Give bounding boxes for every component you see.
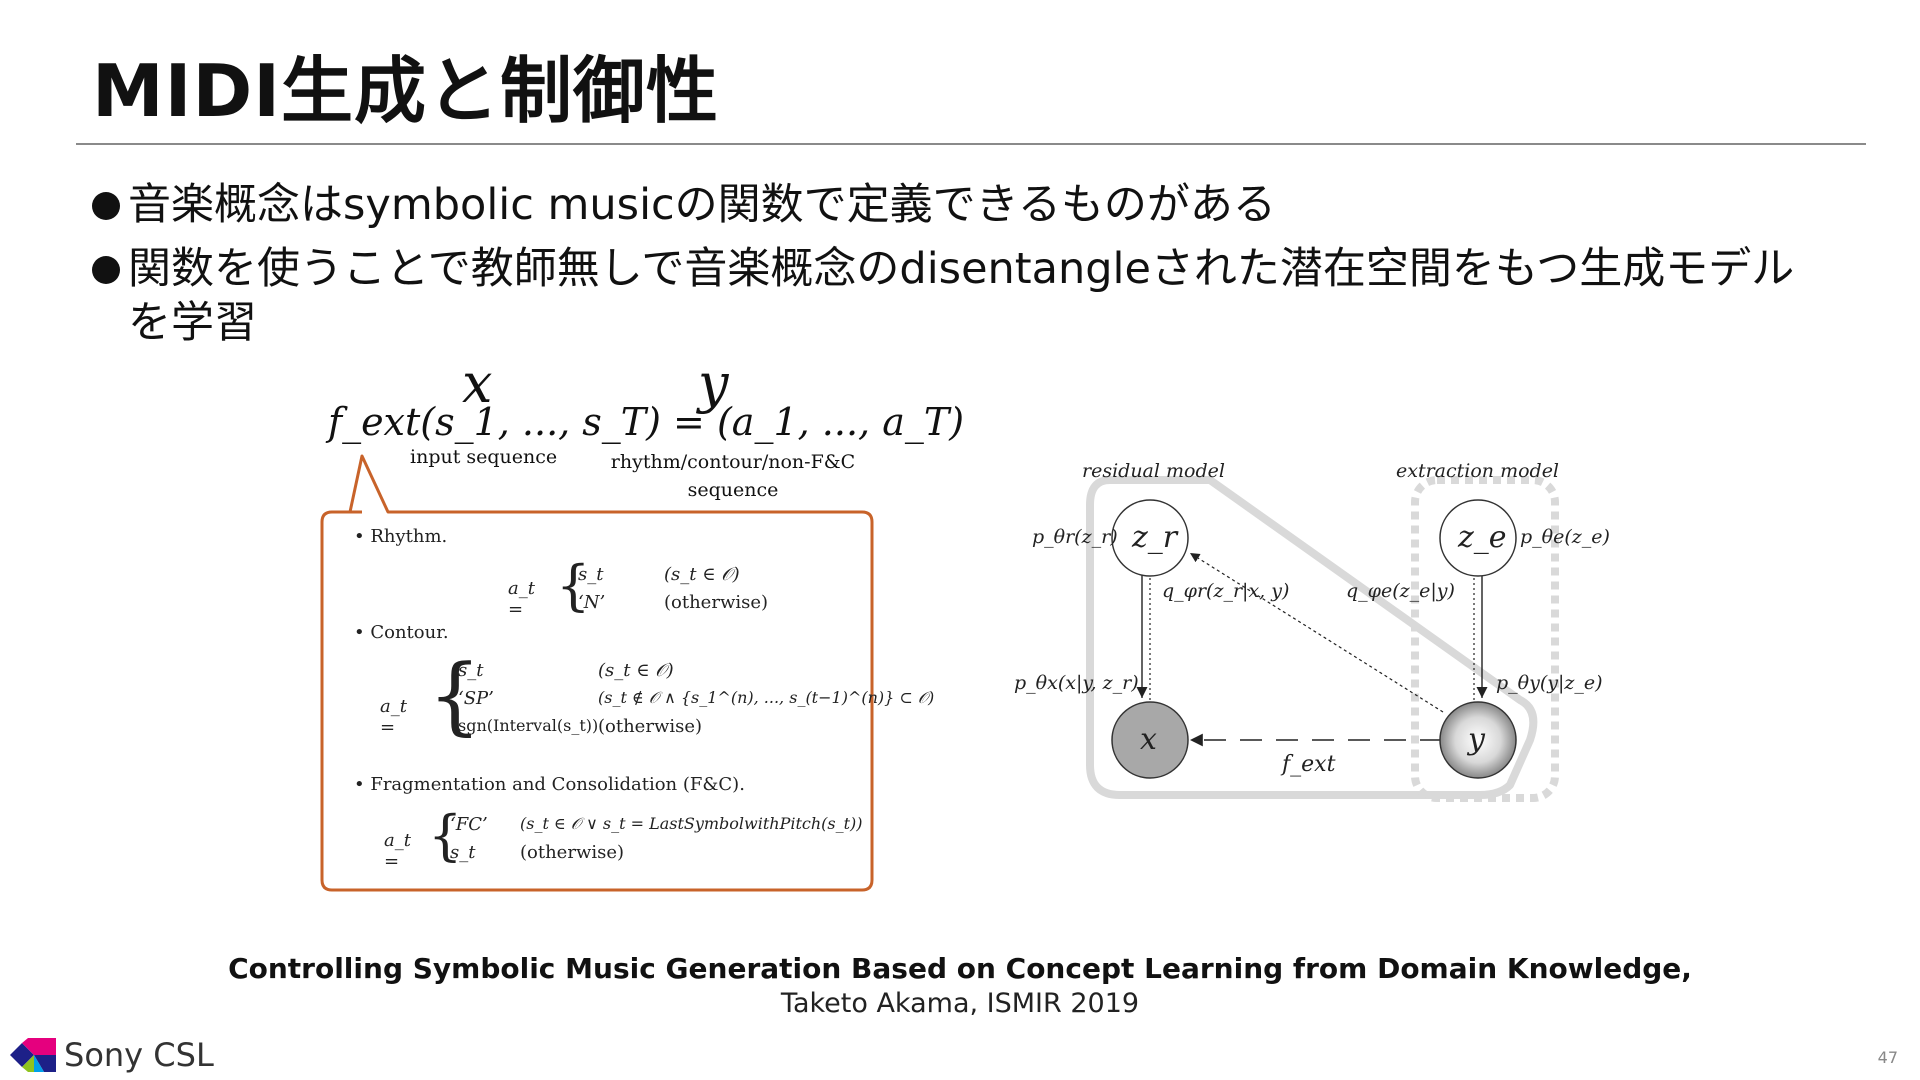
fc-lhs: a_t = <box>384 830 411 872</box>
q-phi-r-label: q_φr(z_r|x, y) <box>1162 580 1290 602</box>
case-value: s_t <box>458 660 484 681</box>
extraction-model-label: extraction model <box>1396 460 1560 482</box>
function-equation: f_ext(s_1, ..., s_T) = (a_1, ..., a_T) <box>328 400 964 444</box>
rhythm-heading: • Rhythm. <box>354 526 448 547</box>
p-theta-x-label: p_θx(x|y, z_r) <box>1014 672 1139 694</box>
case-value: s_t <box>578 564 604 585</box>
citation-author: Taketo Akama, ISMIR 2019 <box>780 988 1140 1019</box>
q-phi-e-label: q_φe(z_e|y) <box>1346 580 1455 602</box>
node-y <box>1439 701 1517 779</box>
edge-y-to-zr-dotted <box>1189 552 1444 713</box>
bullet-text: 音楽概念はsymbolic musicの関数で定義できるものがある <box>128 180 1276 230</box>
rhythm-lhs: a_t = <box>508 578 535 620</box>
node-x <box>1111 701 1189 779</box>
case-value: sgn(Interval(s_t)) <box>458 716 599 735</box>
equation-text: f_ext(s_1, ..., s_T) = (a_1, ..., a_T) <box>328 400 965 444</box>
residual-model-label: residual model <box>1082 460 1225 482</box>
page-number: 47 <box>1877 1048 1898 1067</box>
fc-heading: • Fragmentation and Consolidation (F&C). <box>354 774 745 795</box>
case-value: ‘SP’ <box>458 688 494 709</box>
output-label-line: rhythm/contour/non-F&C <box>610 451 856 473</box>
bullet-text: 関数を使うことで教師無しで音楽概念のdisentangleされた潜在空間をもつ生… <box>128 244 1795 348</box>
node-ze <box>1439 499 1517 577</box>
sony-csl-logo: Sony CSL <box>10 1036 214 1074</box>
case-condition: (otherwise) <box>664 592 769 613</box>
output-sequence-label: rhythm/contour/non-F&C sequence <box>598 448 868 504</box>
node-zr <box>1111 499 1189 577</box>
p-theta-r-label: p_θr(z_r) <box>1032 526 1118 548</box>
logo-text: Sony CSL <box>64 1036 214 1074</box>
title-divider <box>76 143 1866 145</box>
output-label-line: sequence <box>687 479 779 501</box>
node-y-label: y <box>1468 722 1485 757</box>
bullet-item: 関数を使うことで教師無しで音楽概念のdisentangleされた潜在空間をもつ生… <box>92 242 1832 350</box>
graphical-model-diagram: residual model extraction model z_r z_e … <box>1010 450 1610 830</box>
case-value: ‘N’ <box>578 592 606 613</box>
bullet-dot-icon <box>92 192 120 220</box>
case-condition: (s_t ∈ 𝒪) <box>598 660 674 681</box>
extraction-model-group <box>1411 476 1559 802</box>
brace-icon: { <box>428 804 463 867</box>
p-theta-e-label: p_θe(z_e) <box>1520 526 1610 548</box>
sony-csl-logo-icon <box>10 1038 56 1072</box>
input-sequence-label: input sequence <box>410 446 558 468</box>
slide-title: MIDI生成と制御性 <box>92 49 719 133</box>
brace-icon: { <box>428 646 482 744</box>
node-zr-label: z_r <box>1132 520 1178 555</box>
f-ext-label: f_ext <box>1282 752 1336 777</box>
contour-lhs: a_t = <box>380 696 407 738</box>
case-condition: (s_t ∉ 𝒪 ∧ {s_1^(n), ..., s_(t−1)^(n)} ⊂… <box>598 688 935 707</box>
citation-title: Controlling Symbolic Music Generation Ba… <box>228 952 1692 985</box>
case-value: s_t <box>450 842 476 863</box>
callout-box <box>320 454 874 892</box>
graphical-model-svg <box>1086 476 1559 802</box>
concept-function-figure: x y f_ext(s_1, ..., s_T) = (a_1, ..., a_… <box>320 352 964 900</box>
case-condition: (s_t ∈ 𝒪) <box>664 564 740 585</box>
brace-icon: { <box>556 554 591 617</box>
node-ze-label: z_e <box>1458 520 1507 555</box>
bullet-dot-icon <box>92 256 120 284</box>
case-value: ‘FC’ <box>450 814 488 835</box>
node-x-label: x <box>1140 722 1157 757</box>
case-condition: (otherwise) <box>598 716 703 737</box>
case-condition: (otherwise) <box>520 842 625 863</box>
variable-y: y <box>698 352 729 415</box>
contour-heading: • Contour. <box>354 622 449 643</box>
variable-x: x <box>462 352 493 415</box>
bullet-list: 音楽概念はsymbolic musicの関数で定義できるものがある 関数を使うこ… <box>92 178 1832 360</box>
p-theta-y-label: p_θy(y|z_e) <box>1496 672 1603 694</box>
bullet-item: 音楽概念はsymbolic musicの関数で定義できるものがある <box>92 178 1832 232</box>
case-condition: (s_t ∈ 𝒪 ∨ s_t = LastSymbolwithPitch(s_t… <box>520 814 863 833</box>
